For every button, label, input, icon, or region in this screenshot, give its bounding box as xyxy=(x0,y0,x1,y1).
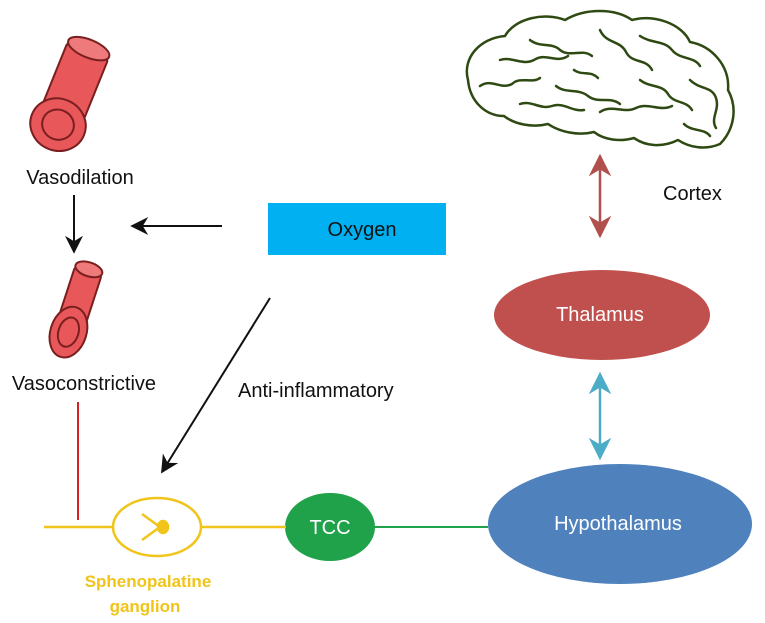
brain-icon xyxy=(465,9,735,149)
cortex-label: Cortex xyxy=(663,183,722,205)
blood-vessel-icon xyxy=(48,260,104,359)
hypothalamus-node xyxy=(488,464,752,584)
hypothalamus-label: Hypothalamus xyxy=(554,513,682,535)
anti-inflammatory-label: Anti-inflammatory xyxy=(238,380,394,402)
thalamus-label: Thalamus xyxy=(556,304,644,326)
tcc-label: TCC xyxy=(309,517,350,539)
oxygen-to-ganglion-arrow xyxy=(161,297,271,474)
blood-vessel-icon xyxy=(29,35,111,152)
ganglion-label-line2: ganglion xyxy=(110,597,181,616)
thalamus-node xyxy=(494,270,710,360)
vasoconstrictive-label: Vasoconstrictive xyxy=(12,373,156,395)
oxygen-box xyxy=(268,203,446,255)
ganglion-label-line1: Sphenopalatine xyxy=(85,572,212,591)
tcc-node xyxy=(285,493,375,561)
vasodilation-label: Vasodilation xyxy=(26,167,133,189)
neuron-ganglion-icon xyxy=(111,496,203,558)
oxygen-label: Oxygen xyxy=(328,219,397,241)
